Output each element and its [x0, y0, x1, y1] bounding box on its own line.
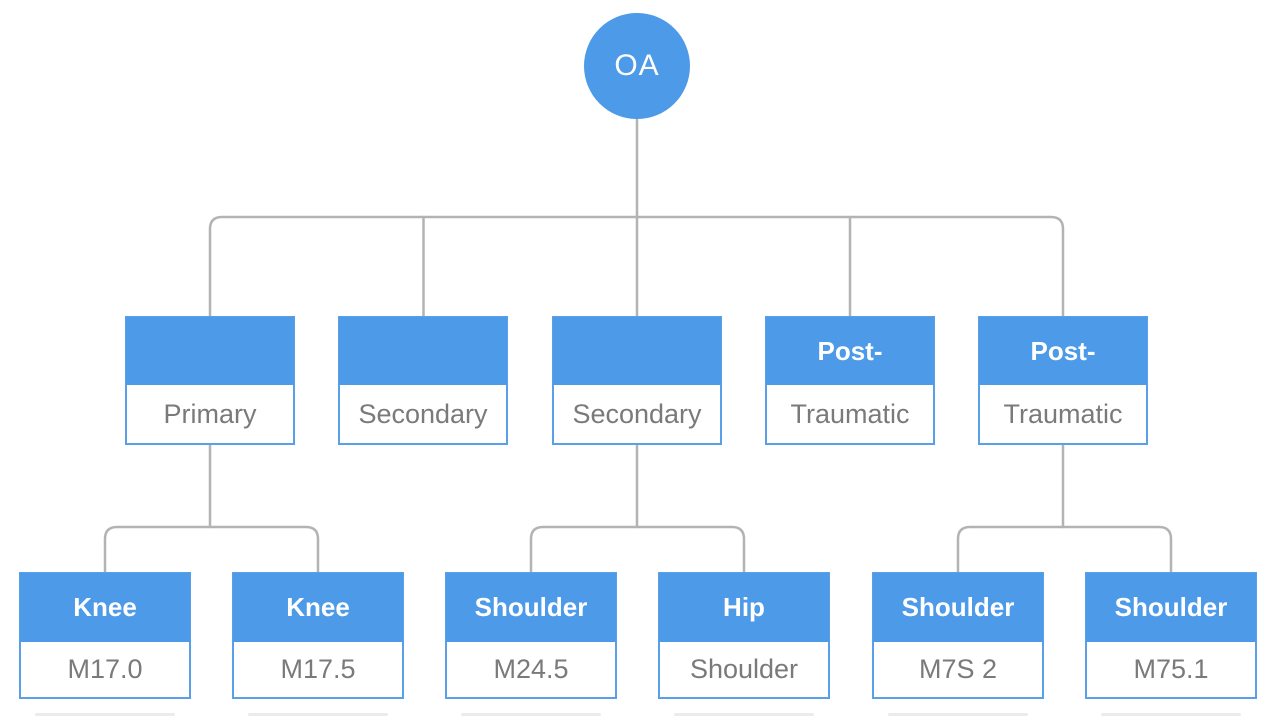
leaf-knee-m170-code: M17.0	[67, 654, 143, 684]
leaf-knee-m175-title: Knee	[233, 573, 403, 642]
connector-fork-secondary-2	[529, 525, 746, 574]
leaf-shoulder-m751-title: Shoulder	[1086, 573, 1256, 642]
node-secondary-2-label: Secondary	[572, 398, 702, 429]
node-secondary-2: Secondary	[552, 316, 722, 445]
leaf-shoulder-m7s2-title: Shoulder	[873, 573, 1043, 642]
leaf-shoulder-m245-code: M24.5	[493, 654, 569, 684]
leaf-node-knee-m175: Knee M17.5	[232, 572, 404, 716]
connector-fork-posttraumatic-2	[956, 525, 1173, 574]
leaf-node-shoulder-m7s2: Shoulder M7S 2	[872, 572, 1044, 716]
leaf-knee-m170-title: Knee	[20, 573, 190, 642]
leaf-shoulder-m7s2-code: M7S 2	[918, 654, 998, 684]
node-primary: Primary	[125, 316, 295, 445]
leaf-node-shoulder-m751: Shoulder M75.1	[1085, 572, 1257, 716]
leaf-hip-title: Hip	[659, 573, 829, 642]
node-secondary-2-header	[553, 317, 721, 385]
leaf-node-knee-m170: Knee M17.0	[19, 572, 191, 716]
connector-fork-primary	[103, 525, 320, 574]
leaf-node-hip-shoulder: Hip Shoulder	[658, 572, 830, 716]
leaf-shoulder-m751-code: M75.1	[1133, 654, 1209, 684]
node-post-traumatic-1: Post- Traumatic	[765, 316, 935, 445]
leaf-hip-code: Shoulder	[689, 654, 799, 684]
leaf-shoulder-m245-title: Shoulder	[446, 573, 616, 642]
node-post-traumatic-2: Post- Traumatic	[978, 316, 1148, 445]
node-post-traumatic-1-label: Traumatic	[790, 398, 910, 429]
root-node-oa: OA	[584, 13, 690, 119]
node-primary-header	[126, 317, 294, 385]
leaf-node-shoulder-m245: Shoulder M24.5	[445, 572, 617, 716]
node-post-traumatic-2-header: Post-	[979, 317, 1147, 385]
node-secondary-1: Secondary	[338, 316, 508, 445]
node-secondary-1-label: Secondary	[358, 398, 488, 429]
node-post-traumatic-2-label: Traumatic	[1003, 398, 1123, 429]
node-post-traumatic-1-header: Post-	[766, 317, 934, 385]
node-primary-label: Primary	[163, 398, 257, 429]
node-secondary-1-header	[339, 317, 507, 385]
leaf-knee-m175-code: M17.5	[280, 654, 356, 684]
root-node-label: OA	[614, 49, 660, 82]
